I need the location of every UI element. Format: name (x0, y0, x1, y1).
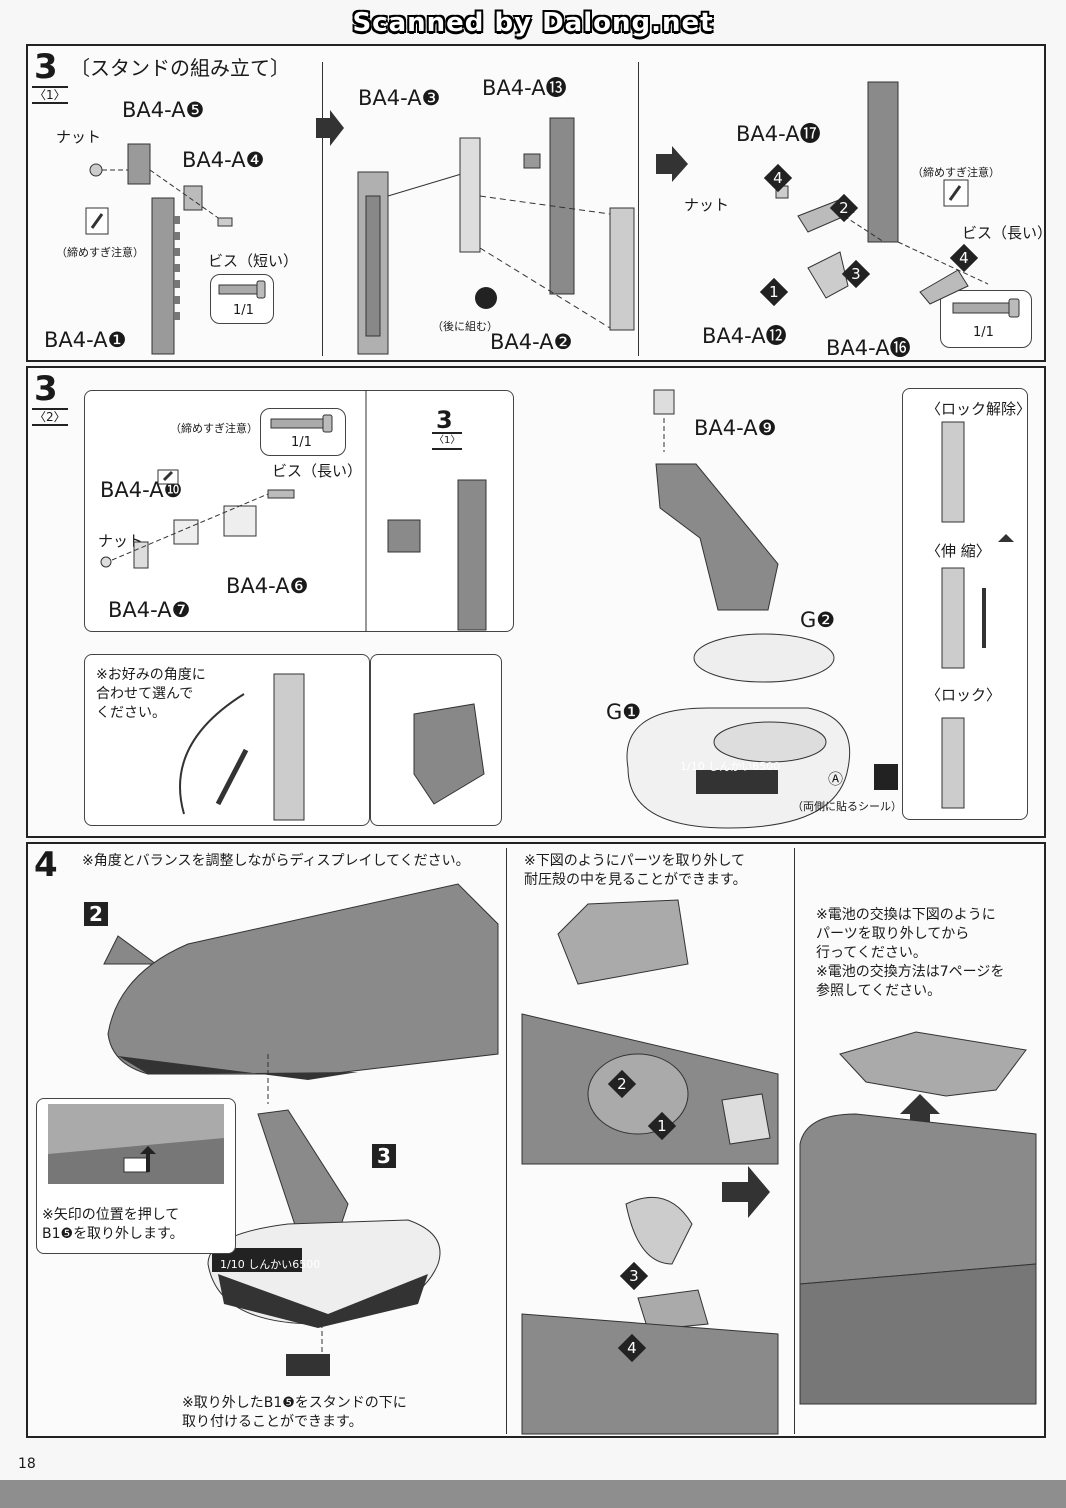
part-a4: BA4-A❹ (182, 148, 265, 172)
stand-base-exploded-drawing (775, 81, 989, 305)
arrow-right-icon (316, 110, 344, 146)
lock-procedure-drawing (941, 421, 1014, 809)
caution-label: （締めすぎ注意） (56, 246, 144, 259)
sticker-note: （両側に貼るシール） (792, 800, 902, 813)
plate-label-2: 1/10 しんかい6500 (220, 1258, 321, 1271)
sticker-icon (874, 764, 898, 790)
screw-long-label: ビス（長い） (962, 224, 1053, 242)
step-number-4: 4 (34, 845, 58, 885)
caution-label-3: （締めすぎ注意） (170, 422, 258, 435)
part-a6: BA4-A❻ (226, 574, 309, 598)
plate-label: 1/10 しんかい6500 (680, 760, 781, 773)
extend-label: 〈伸 縮〉 (926, 542, 991, 560)
angle-note: ※お好みの角度に 合わせて選んで ください。 (96, 667, 206, 721)
caution-label-2: （締めすぎ注意） (912, 166, 1000, 179)
part-a2: BA4-A❷ (490, 330, 573, 354)
part-a1: BA4-A❶ (44, 328, 127, 352)
screw-icon (218, 280, 266, 299)
later-label: （後に組む） (432, 320, 498, 333)
part-a3: BA4-A❸ (358, 86, 441, 110)
submarine-on-stand-drawing (103, 883, 499, 1376)
interior-view-drawing (521, 899, 779, 1435)
screw-long-icon-2 (270, 414, 333, 433)
part-a5: BA4-A❺ (122, 98, 205, 122)
qty-label-3: 1/1 (291, 435, 312, 450)
parts-note: ※下図のようにパーツを取り外して 耐圧殻の中を見ることができます。 (524, 853, 747, 888)
part-a9: BA4-A❾ (694, 416, 777, 440)
press-detail-drawing (48, 1104, 224, 1184)
attach-note: ※取り外したB1❺をスタンドの下に 取り付けることができます。 (182, 1395, 407, 1430)
angle-drawing (179, 673, 485, 821)
stand-column-exploded-drawing (357, 117, 635, 355)
head-assembly-drawing (100, 390, 487, 632)
step-title: 〔スタンドの組み立て〕 (70, 56, 290, 80)
step3-2-panel: 3 〈2〉 （締めすぎ注意） 1/1 ビス（長い） BA4-A❿ ナット BA4… (26, 366, 1046, 838)
sticker-a: Ⓐ (828, 770, 844, 788)
ref-substep: 〈1〉 (432, 432, 463, 450)
stand-assembly-drawing (626, 389, 851, 829)
screw-long-box: 1/1 (940, 290, 1032, 348)
unlock-label: 〈ロック解除〉 (926, 400, 1032, 418)
step4-panel: 4 ※角度とバランスを調整しながらディスプレイしてください。 ※下図のようにパー… (26, 842, 1046, 1438)
press-note: ※矢印の位置を押して B1❺を取り外します。 (42, 1207, 184, 1242)
display-note: ※角度とバランスを調整しながらディスプレイしてください。 (82, 853, 470, 869)
battery-access-drawing (799, 1031, 1037, 1405)
step3-1-panel: 3 〈1〉 〔スタンドの組み立て〕 BA4-A❺ BA4-A❹ ナット （締めす… (26, 44, 1052, 362)
bottom-bar (0, 1480, 1066, 1508)
nut-label-3: ナット (98, 532, 144, 550)
part-a7: BA4-A❼ (108, 598, 191, 622)
label-2-badge: 2 (84, 902, 108, 926)
part-a13: BA4-A⓭ (482, 76, 567, 100)
nut-label: ナット (56, 128, 102, 146)
qty-label-2: 1/1 (973, 325, 994, 340)
part-g1: G❶ (606, 700, 642, 724)
lock-label: 〈ロック〉 (926, 686, 1002, 704)
substep-label: 〈1〉 (32, 86, 68, 104)
screw-long-box-2: 1/1 (260, 408, 346, 456)
qty-label: 1/1 (233, 303, 254, 318)
part-a12: BA4-A⓬ (702, 324, 787, 348)
screw-short-box: 1/1 (210, 274, 274, 324)
lock-procedure-box (902, 388, 1028, 820)
part-a17: BA4-A⓱ (736, 122, 821, 146)
step-number-2: 3 (34, 369, 58, 409)
screw-long-label-2: ビス（長い） (272, 462, 363, 480)
battery-note: ※電池の交換は下図のように パーツを取り外してから 行ってください。 ※電池の交… (816, 907, 1005, 999)
substep-label-2: 〈2〉 (32, 408, 68, 426)
part-g2: G❷ (800, 608, 836, 632)
step-number: 3 (34, 47, 58, 87)
stand-arm-exploded-drawing (85, 143, 233, 355)
ref-step: 3 (436, 406, 453, 434)
screw-short-label: ビス（短い） (208, 252, 299, 270)
page-number: 18 (18, 1456, 36, 1472)
watermark: Scanned by Dalong.net (352, 8, 714, 38)
arrow-right-icon-2 (656, 146, 688, 182)
angle-box (84, 654, 370, 826)
part-a16: BA4-A⓰ (826, 336, 911, 360)
label-3-badge: 3 (372, 1144, 396, 1168)
nut-label-2: ナット (684, 196, 730, 214)
screw-long-icon (952, 298, 1020, 318)
